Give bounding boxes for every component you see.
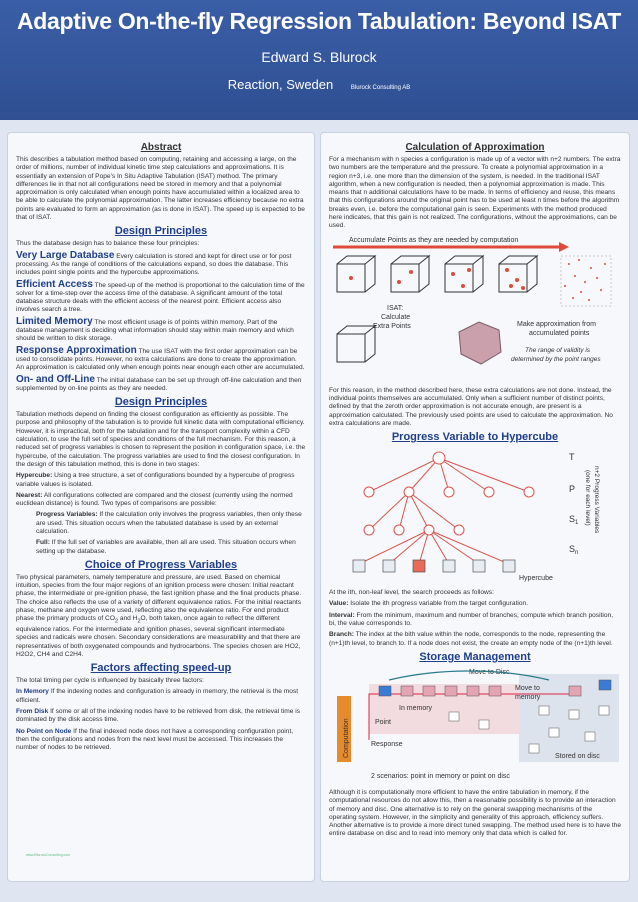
poster-header: Adaptive On-the-fly Regression Tabulatio… <box>0 0 638 120</box>
level-s1: S1 <box>569 514 579 526</box>
tree-figure: T P S1 Sn Hypercube n+2 Progress Variabl… <box>352 451 600 582</box>
footer-url: www.BlurockConsulting.com <box>26 853 71 857</box>
factors-heading: Factors affecting speed-up <box>90 662 232 675</box>
approximation-figure: Accumulate Points as they are needed by … <box>333 237 612 365</box>
pvh-value: Value: Isolate the ith progress variable… <box>329 600 529 608</box>
point <box>451 271 455 276</box>
point <box>505 267 509 272</box>
left-column: Abstract This describes a tabulation met… <box>7 132 315 882</box>
calc-text2: For this reason, in the method described… <box>329 386 613 427</box>
choice-text: Two physical parameters, namely temperat… <box>16 573 302 658</box>
design2-heading: Design Principles <box>114 396 208 409</box>
stored-label: Stored on disc <box>555 753 600 760</box>
point <box>521 285 525 290</box>
cloud-box <box>560 255 612 306</box>
pvh-branch: Branch: The index at the bith value with… <box>329 631 613 647</box>
hypercube-leaf <box>442 559 456 573</box>
memory-path <box>368 693 579 740</box>
point <box>461 283 465 288</box>
design2-text: Tabulation methods depend on finding the… <box>16 411 306 468</box>
point <box>397 279 401 284</box>
cube-4 <box>498 254 539 293</box>
right-column: Calculation of Approximation For a mecha… <box>320 132 630 882</box>
move-disc-arrow <box>388 670 550 681</box>
pv-side-label: n+2 Progress Variables(one for each leve… <box>584 466 600 534</box>
level-t: T <box>569 452 575 462</box>
pvh-interval: Interval: From the minimum, maximum and … <box>329 611 614 628</box>
storage-heading: Storage Management <box>419 650 531 663</box>
calc-heading: Calculation of Approximation <box>405 142 545 153</box>
computation-label: Computation <box>343 718 350 758</box>
cube-isat <box>336 324 377 363</box>
poster-title: Adaptive On-the-fly Regression Tabulatio… <box>17 8 621 34</box>
poster-affiliation: Reaction, Sweden Blurock Consulting AB <box>0 77 638 92</box>
pvh-intro: At the ith, non-leaf level, the search p… <box>329 589 494 597</box>
factor-2: No Point on Node If the final indexed no… <box>16 727 294 752</box>
hypercube-leaf <box>502 559 516 573</box>
abstract-heading: Abstract <box>140 142 182 153</box>
design-item-4: On- and Off-Line The initial database ca… <box>16 373 302 392</box>
design2-pv: Progress Variables: If the calculation o… <box>36 511 302 535</box>
design-heading: Design Principles <box>114 225 208 238</box>
choice-heading: Choice of Progress Variables <box>84 558 238 571</box>
design-intro: Thus the database design has to balance … <box>16 240 200 248</box>
affiliation-main: Reaction, Sweden <box>227 77 334 92</box>
design2-hypercube: Hypercube: Using a tree structure, a set… <box>16 472 295 488</box>
move-disc-label: Move to Disc <box>469 669 510 676</box>
hypercube-label: Hypercube <box>519 575 553 582</box>
poster-author: Edward S. Blurock <box>261 49 377 65</box>
computation-bar <box>337 695 351 762</box>
hypercube-leaf-selected <box>412 559 426 573</box>
pvh-heading: Progress Variable to Hypercube <box>391 431 559 444</box>
hypercube-leaf <box>352 559 366 573</box>
factor-1: From Disk If some or all of the indexing… <box>16 708 301 724</box>
cube-2 <box>390 254 431 293</box>
scenarios-label: 2 scenarios: point in memory or point on… <box>371 773 510 780</box>
design2-nearest: Nearest: All configurations collected ar… <box>16 491 293 508</box>
design-item-2: Limited Memory The most efficient usage … <box>16 315 294 343</box>
factor-0: In Memory If the indexing nodes and conf… <box>16 688 299 704</box>
fig-arrow-head <box>559 241 569 252</box>
storage-text: Although it is computationally more effi… <box>329 788 622 838</box>
abstract-text: This describes a tabulation method based… <box>16 156 305 222</box>
point <box>409 269 413 274</box>
point-label: Point <box>375 719 391 726</box>
fig-top-label: Accumulate Points as they are needed by … <box>349 237 518 244</box>
cube-3 <box>444 254 485 293</box>
affiliation-small: Blurock Consulting AB <box>350 85 411 91</box>
design-item-1: Efficient Access The speed-up of the met… <box>16 278 305 314</box>
design-item-3: Response Approximation The use ISAT with… <box>16 344 305 372</box>
point <box>515 277 519 282</box>
design2-full: Full: If the full set of variables are a… <box>36 539 296 555</box>
design-item-0: Very Large Database Every calculation is… <box>16 249 292 277</box>
point-cloud <box>564 258 606 301</box>
cube-1 <box>336 254 377 293</box>
response-label: Response <box>371 741 403 748</box>
hypercube-leaf <box>472 559 486 573</box>
hypercube-leaf <box>382 559 396 573</box>
point <box>509 283 513 288</box>
calc-text: For a mechanism with n species a configu… <box>329 156 621 230</box>
level-p: P <box>569 484 575 494</box>
hull-polygon <box>458 321 502 365</box>
factors-intro: The total timing per cycle is influenced… <box>16 677 205 685</box>
in-memory-label: In memory <box>399 705 433 712</box>
point <box>467 267 471 272</box>
point <box>349 275 353 280</box>
level-sn: Sn <box>569 544 578 556</box>
